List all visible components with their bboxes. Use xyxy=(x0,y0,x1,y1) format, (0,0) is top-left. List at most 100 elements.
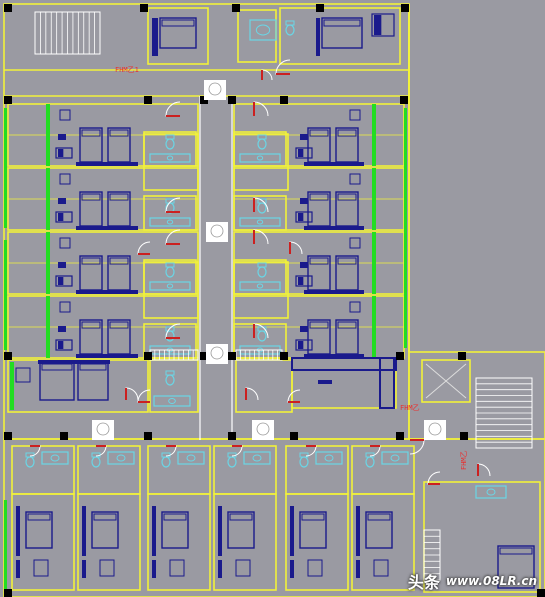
bed xyxy=(79,319,103,355)
toilet-tank xyxy=(165,262,175,268)
vanity xyxy=(107,451,135,465)
headboard xyxy=(304,226,364,230)
toilet-tank xyxy=(165,198,175,204)
window xyxy=(4,240,7,350)
window xyxy=(46,296,50,358)
bed xyxy=(307,127,331,163)
column xyxy=(537,589,545,597)
vanity xyxy=(239,153,281,163)
pillow xyxy=(161,19,195,27)
pillow xyxy=(93,513,117,521)
luggage-rack xyxy=(307,559,323,577)
bed xyxy=(39,361,75,401)
vanity xyxy=(381,451,409,465)
desk xyxy=(55,339,73,351)
headboard xyxy=(38,360,110,364)
bed xyxy=(77,361,109,401)
door-swing xyxy=(231,445,243,457)
window xyxy=(46,232,50,294)
luggage-rack xyxy=(373,559,389,577)
window xyxy=(10,362,14,410)
column xyxy=(228,432,236,440)
doors xyxy=(29,59,491,485)
wall xyxy=(147,7,209,65)
basin xyxy=(324,454,334,462)
wall xyxy=(143,195,197,231)
bed xyxy=(335,127,359,163)
desk-item xyxy=(58,213,64,221)
wall xyxy=(213,445,277,495)
bed xyxy=(365,511,393,549)
chair xyxy=(300,326,308,332)
wall xyxy=(11,493,75,591)
toilet xyxy=(165,374,175,386)
fire-door-label-mid-right: FHM乙 xyxy=(400,404,420,412)
door-swing xyxy=(245,387,259,401)
vanity xyxy=(177,451,205,465)
bed xyxy=(307,255,331,291)
window xyxy=(46,168,50,230)
wall xyxy=(143,133,199,191)
vanity xyxy=(243,451,271,465)
toilet-tank xyxy=(257,262,267,268)
chair xyxy=(58,326,66,332)
headboard xyxy=(16,506,20,556)
wall xyxy=(233,133,289,191)
door-swing xyxy=(409,439,425,455)
ceiling-light-ring xyxy=(210,346,224,360)
bed xyxy=(79,191,103,227)
toilet xyxy=(25,456,35,468)
bed xyxy=(107,191,131,227)
basin xyxy=(116,454,126,462)
column xyxy=(401,4,409,12)
pillow xyxy=(309,321,329,329)
headboard xyxy=(152,18,158,56)
wall xyxy=(77,493,141,591)
door-swing xyxy=(95,445,107,457)
wall xyxy=(149,359,199,413)
basin xyxy=(166,219,174,225)
toilet xyxy=(285,24,295,36)
nightstand xyxy=(349,237,361,249)
columns xyxy=(4,4,545,597)
column xyxy=(458,352,466,360)
window xyxy=(372,168,376,230)
bed xyxy=(161,511,189,549)
pillow xyxy=(337,129,357,137)
wall xyxy=(147,445,211,495)
bed xyxy=(335,255,359,291)
armchair xyxy=(15,367,31,383)
toilet xyxy=(257,202,267,214)
chair xyxy=(58,262,66,268)
bed xyxy=(307,191,331,227)
desk-item xyxy=(58,149,64,157)
door-swing xyxy=(289,241,303,255)
chair xyxy=(300,134,308,140)
vanity xyxy=(149,281,191,291)
chair xyxy=(290,560,294,578)
bed xyxy=(79,127,103,163)
door-swing xyxy=(287,389,301,403)
headboard xyxy=(76,354,138,358)
chair xyxy=(318,380,332,384)
chair xyxy=(16,560,20,578)
ceiling-light-ring xyxy=(428,422,442,436)
basin xyxy=(256,283,264,289)
bed xyxy=(299,511,327,549)
column xyxy=(144,96,152,104)
wall xyxy=(408,351,545,440)
basin xyxy=(166,283,174,289)
ceiling-fixtures xyxy=(92,80,446,440)
wall xyxy=(421,359,471,403)
basin xyxy=(255,24,271,36)
headboard xyxy=(290,506,294,556)
toilet-tank xyxy=(257,198,267,204)
ceiling-light xyxy=(424,420,446,440)
pillow xyxy=(81,321,101,329)
window xyxy=(4,500,7,590)
ceiling-light-ring xyxy=(208,82,222,96)
column xyxy=(232,4,240,12)
chair xyxy=(218,560,222,578)
pillow xyxy=(337,193,357,201)
toilet xyxy=(165,266,175,278)
